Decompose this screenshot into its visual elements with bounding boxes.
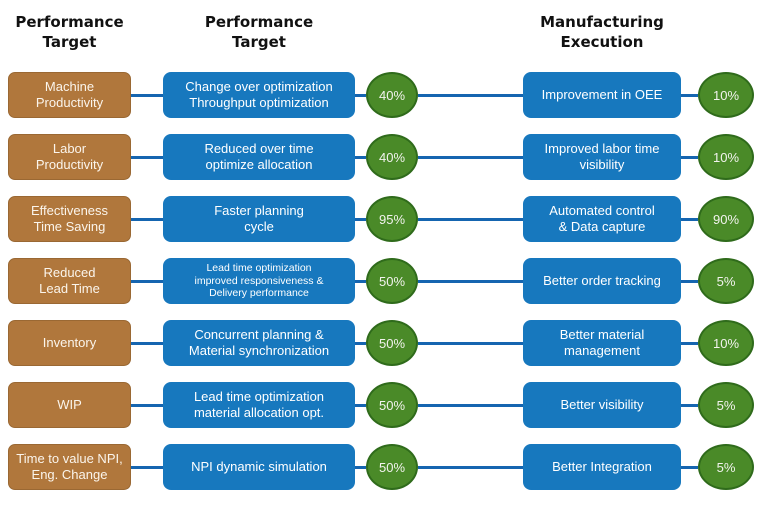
diagram-row: Time to value NPI, Eng. Change NPI dynam… <box>8 444 763 490</box>
connector-line <box>418 155 523 159</box>
execution-percent-badge: 90% <box>698 196 754 242</box>
diagram-rows: Machine Productivity Change over optimiz… <box>8 72 763 490</box>
execution-percent-badge: 10% <box>698 134 754 180</box>
execution-percent-badge: 10% <box>698 320 754 366</box>
connector-line <box>681 217 698 221</box>
connector-line <box>355 403 366 407</box>
connector-line <box>131 93 163 97</box>
connector-line <box>131 465 163 469</box>
target-box: WIP <box>8 382 131 428</box>
connector-line <box>681 155 698 159</box>
header-row: Performance Target Performance Target Ma… <box>8 12 763 64</box>
execution-percent-badge: 5% <box>698 444 754 490</box>
execution-box: Automated control & Data capture <box>523 196 681 242</box>
column-header-manufacturing-execution: Manufacturing Execution <box>540 13 664 52</box>
connector-line <box>355 155 366 159</box>
diagram-row: Inventory Concurrent planning & Material… <box>8 320 763 366</box>
diagram-row: WIP Lead time optimization material allo… <box>8 382 763 428</box>
target-box: Time to value NPI, Eng. Change <box>8 444 131 490</box>
execution-box: Improved labor time visibility <box>523 134 681 180</box>
planning-box: Lead time optimization material allocati… <box>163 382 355 428</box>
connector-line <box>131 155 163 159</box>
connector-line <box>418 403 523 407</box>
planning-box: Reduced over time optimize allocation <box>163 134 355 180</box>
connector-line <box>355 217 366 221</box>
planning-box: Lead time optimization improved responsi… <box>163 258 355 304</box>
target-box: Machine Productivity <box>8 72 131 118</box>
planning-percent-badge: 40% <box>366 134 418 180</box>
planning-percent-badge: 95% <box>366 196 418 242</box>
connector-line <box>418 341 523 345</box>
column-header-performance-target-1: Performance Target <box>15 13 124 52</box>
execution-percent-badge: 5% <box>698 258 754 304</box>
target-box: Inventory <box>8 320 131 366</box>
connector-line <box>681 403 698 407</box>
planning-percent-badge: 50% <box>366 258 418 304</box>
planning-box: NPI dynamic simulation <box>163 444 355 490</box>
execution-percent-badge: 5% <box>698 382 754 428</box>
connector-line <box>681 465 698 469</box>
target-box: Reduced Lead Time <box>8 258 131 304</box>
connector-line <box>681 93 698 97</box>
planning-box: Change over optimization Throughput opti… <box>163 72 355 118</box>
execution-box: Better Integration <box>523 444 681 490</box>
connector-line <box>131 341 163 345</box>
connector-line <box>681 341 698 345</box>
diagram-row: Machine Productivity Change over optimiz… <box>8 72 763 118</box>
execution-box: Better material management <box>523 320 681 366</box>
target-box: Effectiveness Time Saving <box>8 196 131 242</box>
planning-percent-badge: 50% <box>366 382 418 428</box>
execution-percent-badge: 10% <box>698 72 754 118</box>
connector-line <box>418 93 523 97</box>
connector-line <box>418 465 523 469</box>
planning-percent-badge: 50% <box>366 444 418 490</box>
connector-line <box>131 217 163 221</box>
connector-line <box>355 93 366 97</box>
connector-line <box>681 279 698 283</box>
execution-box: Better visibility <box>523 382 681 428</box>
connector-line <box>131 279 163 283</box>
connector-line <box>355 279 366 283</box>
diagram-row: Labor Productivity Reduced over time opt… <box>8 134 763 180</box>
target-box: Labor Productivity <box>8 134 131 180</box>
diagram-row: Reduced Lead Time Lead time optimization… <box>8 258 763 304</box>
planning-percent-badge: 40% <box>366 72 418 118</box>
connector-line <box>355 465 366 469</box>
connector-line <box>131 403 163 407</box>
execution-box: Improvement in OEE <box>523 72 681 118</box>
connector-line <box>418 217 523 221</box>
diagram-row: Effectiveness Time Saving Faster plannin… <box>8 196 763 242</box>
column-header-performance-target-2: Performance Target <box>204 13 314 52</box>
planning-box: Concurrent planning & Material synchroni… <box>163 320 355 366</box>
execution-box: Better order tracking <box>523 258 681 304</box>
planning-percent-badge: 50% <box>366 320 418 366</box>
planning-box: Faster planning cycle <box>163 196 355 242</box>
connector-line <box>355 341 366 345</box>
connector-line <box>418 279 523 283</box>
